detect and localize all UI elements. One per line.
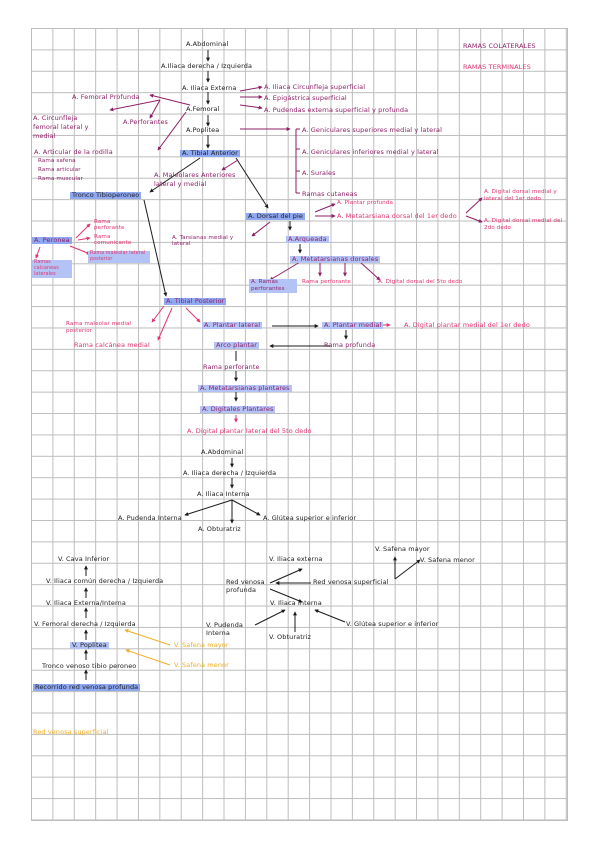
- node-v-obturatriz: V. Obturatriz: [269, 633, 312, 641]
- node-a-iliaca-comun: A.Iliaca derecha / Izquierda: [161, 62, 253, 70]
- node-v-femoral: V. Femoral derecha / Izquierda: [34, 620, 136, 628]
- node-a-metatarsianas-plantares: A. Metatarsianas plantares: [198, 384, 292, 392]
- node-a-digital-dorsal-5: A. Digital dorsal del 5to dedo: [378, 279, 463, 285]
- node-a-plantar-medial: A. Plantar medial: [322, 321, 384, 329]
- node-a-ramas-perforantes: A. Ramas perforantes: [249, 279, 297, 293]
- node-pelvic-glutea: A. Glútea superior e inferior: [263, 514, 357, 522]
- node-rama-maleolar-medial-posterior: Rama maleolar medial posterior: [66, 321, 132, 334]
- node-rama-calcanea-medial: Rama calcánea medial: [74, 341, 150, 349]
- node-a-surales: A. Surales: [302, 169, 336, 177]
- node-tronco-venoso: Tronco venoso tibio peroneo: [42, 662, 137, 670]
- node-a-abdominal: A.Abdominal: [186, 40, 229, 48]
- node-arco-plantar: Arco plantar: [214, 341, 260, 349]
- node-v-cava-inferior: V. Cava Inferior: [58, 555, 110, 563]
- node-rama-maleolar-lateral-posterior: Rama maleolar lateral posterior: [88, 251, 150, 263]
- node-pelvic-iliaca-interna: A. Iliaca Interna: [197, 490, 250, 498]
- node-a-epigastrica: A. Epigástrica superficial: [264, 94, 347, 102]
- node-a-perforantes: A.Perforantes: [123, 118, 169, 126]
- node-a-tibial-posterior: A. Tibial Posterior: [164, 297, 227, 305]
- node-v-iliaca-externa: V. Iliaca externa: [269, 555, 323, 563]
- node-v-safena-mayor-right: V. Safena mayor: [375, 545, 430, 553]
- node-a-poplitea: A.Poplitea: [186, 126, 220, 134]
- node-a-articular-rodilla: A. Articular de la rodilla: [34, 148, 113, 156]
- node-pelvic-obturatriz: A. Obturatriz: [198, 525, 241, 533]
- node-tronco-tibioperoneo: Tronco Tibioperoneo: [70, 191, 142, 199]
- node-a-circunfleja-superficial: A. Iliaca Circunfleja superficial: [264, 83, 366, 91]
- node-v-iliaca-ext-int: V. Iliaca Externa/Interna: [46, 599, 126, 607]
- node-v-pudenda-interna: V. Pudenda Interna: [206, 621, 244, 638]
- node-red-venosa-profunda: Red venosa profunda: [226, 578, 265, 595]
- node-a-femoral-profunda: A. Femoral Profunda: [72, 93, 140, 101]
- node-pelvic-iliaca: A. Iliaca derecha / Izquierda: [183, 469, 277, 477]
- node-red-venosa-superficial: Red venosa superficial: [313, 578, 389, 586]
- node-a-plantar-lateral: A. Plantar lateral: [202, 321, 263, 329]
- node-v-safena-menor-left: V. Safena menor: [174, 661, 229, 669]
- node-a-metatarsianas-dorsales: A. Metatarsianas dorsales: [290, 255, 381, 263]
- node-a-tibial-anterior: A. Tibial Anterior: [180, 149, 240, 157]
- node-a-maleolares-anteriores: A. Maleolares Anteriores lateral y media…: [154, 171, 236, 189]
- node-v-safena-menor-right: V. Safena menor: [420, 556, 475, 564]
- node-rama-perforante-peronea: Rama perforante: [94, 219, 125, 232]
- node-ramas-cutaneas: Ramas cutaneas: [302, 190, 358, 198]
- footer-red-venosa-superficial: Red venosa superficial: [33, 728, 109, 736]
- legend-terminal: RAMAS TERMINALES: [463, 63, 531, 71]
- node-rama-muscular: Rama muscular: [38, 176, 83, 182]
- node-v-iliaca-interna: V. Iliaca Interna: [270, 599, 322, 607]
- node-ramas-calcaneas-laterales: Ramas calcaneas laterales: [32, 260, 72, 278]
- node-a-dorsal-pie: A. Dorsal del pie: [246, 212, 305, 220]
- node-a-digital-dorsal-lateral: A. Digital dorsal medial y lateral del 1…: [484, 189, 557, 202]
- node-a-peronea: A. Peronea: [32, 236, 72, 244]
- node-a-digital-plantar-medial-1: A. Digital plantar medial del 1er dedo: [404, 321, 530, 329]
- node-pelvic-abdominal: A.Abdominal: [201, 448, 244, 456]
- node-rama-safena: Rama safena: [38, 158, 76, 164]
- node-rama-profunda: Rama profunda: [324, 341, 376, 349]
- node-v-safena-mayor-left: V. Safena mayor: [174, 641, 229, 649]
- node-rama-articular: Rama articular: [38, 167, 81, 173]
- node-rama-comunicante: Rama comunicante: [94, 234, 132, 247]
- node-a-arqueada: A.Arqueada: [286, 235, 329, 243]
- node-a-digital-plantar-lateral-5: A. Digital plantar lateral del 5to dedo: [187, 427, 312, 435]
- node-a-digitales-plantares: A. Digitales Plantares: [200, 405, 276, 413]
- node-a-digital-dorsal-medial-2: A. Digital dorsal medial del 2do dedo: [484, 218, 563, 231]
- node-a-femoral: A.Femoral: [186, 105, 220, 113]
- node-a-metatarsiana-dorsal-1: A. Metatarsiana dorsal del 1er dedo: [337, 212, 457, 220]
- node-a-geniculares-inferiores: A. Geniculares inferiores medial y later…: [302, 148, 439, 156]
- node-recorrido-red-profunda: Recorrido red venosa profunda: [33, 683, 141, 691]
- node-a-circunfleja-femoral: A. Circunfleja femoral lateral y medial: [33, 114, 89, 140]
- node-pelvic-pudenda-interna: A. Pudenda Interna: [118, 514, 182, 522]
- node-v-iliaca-comun: V. Iliaca común derecha / Izquierda: [46, 577, 164, 585]
- node-v-glutea: V. Glútea superior e inferior: [346, 620, 439, 628]
- node-rama-perforante-dorsal: Rama perforante: [302, 279, 351, 285]
- node-v-poplitea: V. Poplitea: [70, 641, 109, 649]
- node-a-iliaca-externa: A. Iliaca Externa: [182, 84, 237, 92]
- node-a-plantar-profunda: A. Plantar profunda: [337, 200, 393, 206]
- node-a-pudendas: A. Pudendas externa superficial y profun…: [264, 106, 409, 114]
- node-rama-perforante-plantar: Rama perforante: [203, 363, 260, 371]
- legend-collateral: RAMAS COLATERALES: [463, 42, 536, 50]
- node-a-geniculares-superiores: A. Geniculares superiores medial y later…: [302, 126, 442, 134]
- node-a-tarsianas: A. Tarsianas medial y lateral: [172, 235, 234, 247]
